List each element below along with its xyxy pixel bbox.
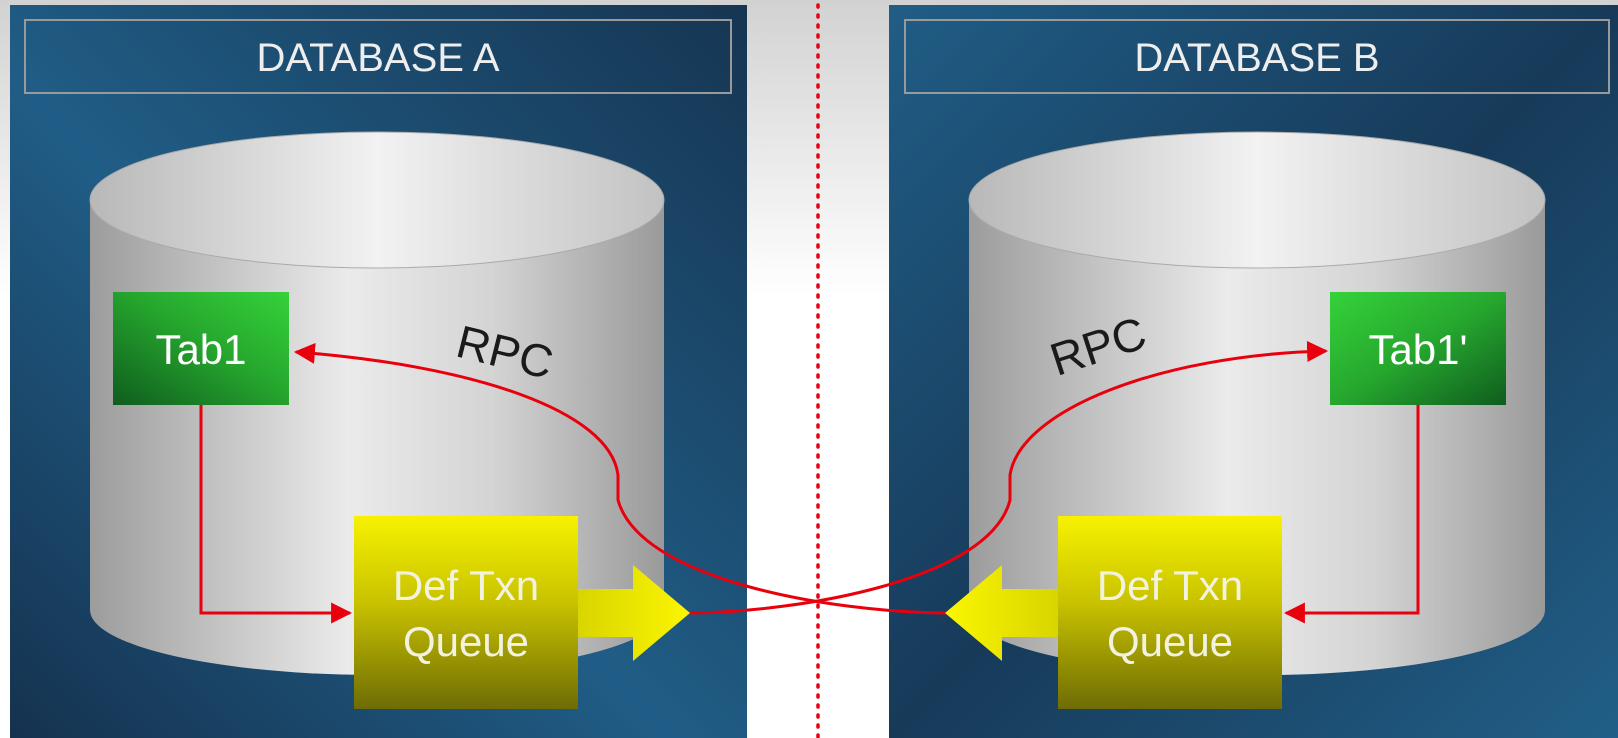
database-b-title-box: [904, 19, 1610, 94]
def-txn-queue-b: Def Txn Queue: [945, 516, 1282, 709]
database-a-panel: DATABASE A Tab1 Def Txn Queue RPC: [10, 5, 747, 738]
queue-b-label-line1: Def Txn: [1097, 562, 1243, 609]
tab1-prime-label: Tab1': [1368, 326, 1467, 373]
database-a-title: DATABASE A: [256, 36, 499, 80]
tab1-prime-to-queue-arrow: [1283, 405, 1420, 624]
tab1-prime-table: Tab1': [1330, 292, 1506, 405]
database-b-panel: DATABASE B Tab1' Def Txn Queue RPC: [889, 5, 1618, 738]
def-txn-queue-a: Def Txn Queue: [354, 516, 690, 709]
rpc-a-to-tab1-prime-arrow: [689, 340, 1329, 615]
tab1-to-queue-arrow: [199, 405, 353, 624]
database-b-title: DATABASE B: [1134, 36, 1379, 80]
queue-b-outbound-arrow: [945, 565, 1060, 661]
queue-b-label-line2: Queue: [1107, 618, 1233, 665]
queue-a-outbound-arrow: [575, 565, 690, 661]
database-a-title-box: [24, 19, 732, 94]
queue-a-label-line2: Queue: [403, 618, 529, 665]
tab1-table: Tab1: [113, 292, 289, 405]
tab1-label: Tab1: [155, 326, 246, 373]
queue-a-label-line1: Def Txn: [393, 562, 539, 609]
